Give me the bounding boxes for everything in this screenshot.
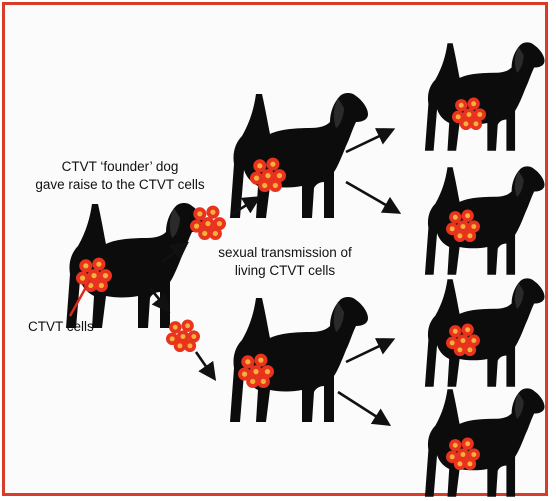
transmitted-cells-bottom [166,320,200,352]
generation-2-dog-3 [425,278,545,386]
generation-1-dog-top [230,93,368,218]
arrow-gen1-top-to-dog-2 [346,182,398,212]
arrow-gen1-bottom-to-dog-3 [346,340,392,362]
generation-2-dog-2 [425,166,545,274]
generation-2-dog-4 [425,388,545,496]
transmitted-cells-top [190,206,226,240]
arrow-cells-to-gen1-bottom [196,352,214,378]
transmission-label: sexual transmission of living CTVT cells [190,244,380,280]
arrow-gen1-bottom-to-dog-4 [338,392,388,424]
arrow-gen1-top-to-dog-1 [346,130,392,152]
founder-label: CTVT ‘founder’ dog gave raise to the CTV… [20,158,220,194]
cells-label: CTVT cells [28,318,108,336]
generation-2-dog-1 [425,42,545,150]
